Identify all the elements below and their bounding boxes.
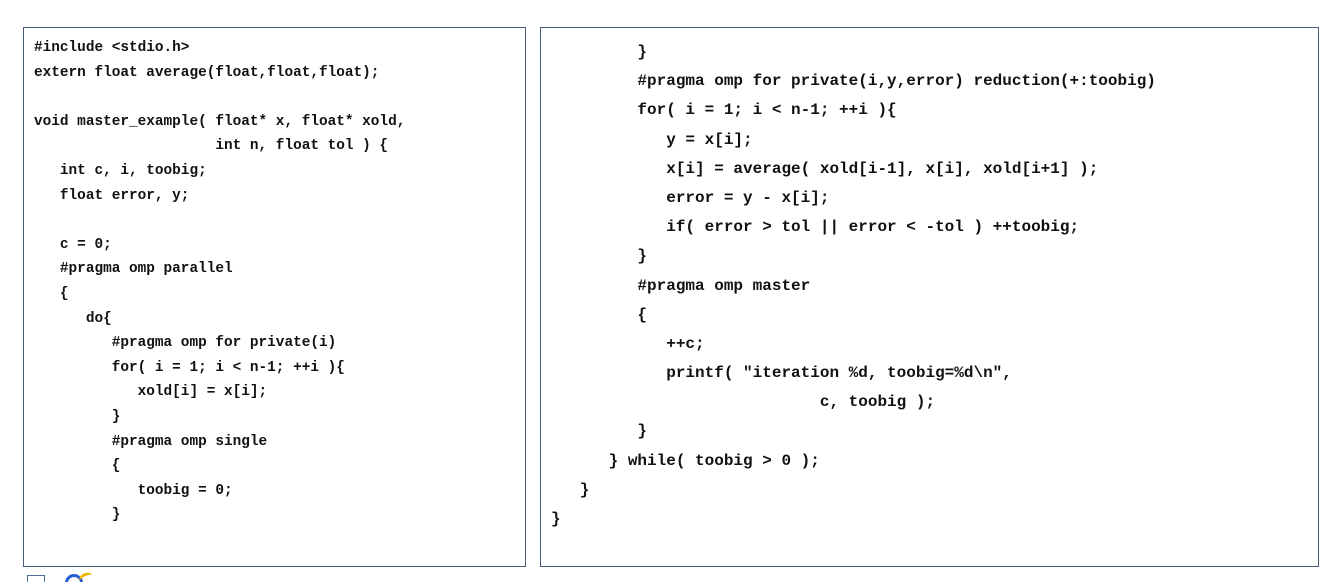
code-line: { — [551, 305, 648, 324]
code-line: x[i] = average( xold[i-1], x[i], xold[i+… — [551, 159, 1099, 178]
code-line: ++c; — [551, 334, 705, 353]
code-line: { — [34, 285, 69, 302]
code-line: #pragma omp single — [34, 433, 268, 450]
code-line: } — [551, 247, 648, 266]
code-line: } — [34, 507, 121, 524]
code-line: extern float average(float,float,float); — [34, 64, 380, 81]
code-line: if( error > tol || error < -tol ) ++toob… — [551, 218, 1080, 237]
code-line: } while( toobig > 0 ); — [551, 451, 820, 470]
code-line: float error, y; — [34, 187, 190, 204]
code-line: #pragma omp for private(i) — [34, 335, 337, 352]
code-panel-left: #include <stdio.h> extern float average(… — [23, 27, 526, 567]
code-line: } — [34, 408, 121, 425]
code-line: xold[i] = x[i]; — [34, 384, 268, 401]
code-line: int c, i, toobig; — [34, 162, 207, 179]
footer-logos — [23, 572, 143, 582]
code-panel-right: } #pragma omp for private(i,y,error) red… — [540, 27, 1319, 567]
code-line — [34, 208, 405, 233]
code-line: c = 0; — [34, 236, 112, 253]
code-line: do{ — [34, 310, 112, 327]
code-line: { — [34, 458, 121, 475]
code-lines-left: #include <stdio.h> extern float average(… — [34, 36, 405, 528]
code-line: toobig = 0; — [34, 482, 233, 499]
code-line: for( i = 1; i < n-1; ++i ){ — [34, 359, 345, 376]
code-line: #pragma omp master — [551, 276, 811, 295]
code-line: } — [551, 43, 648, 61]
code-line: void master_example( float* x, float* xo… — [34, 113, 406, 130]
code-line — [34, 85, 405, 110]
code-line: y = x[i]; — [551, 130, 753, 149]
code-lines-right: } #pragma omp for private(i,y,error) red… — [551, 38, 1156, 534]
window-logo-icon — [27, 575, 45, 582]
code-line: #include <stdio.h> — [34, 40, 190, 56]
code-line: } — [551, 480, 590, 499]
code-line: } — [551, 510, 561, 528]
code-line: printf( "iteration %d, toobig=%d\n", — [551, 364, 1012, 383]
code-line: error = y - x[i]; — [551, 188, 830, 207]
code-line: for( i = 1; i < n-1; ++i ){ — [551, 101, 897, 120]
swoosh-logo-icon — [77, 572, 95, 582]
code-line: int n, float tol ) { — [34, 138, 389, 155]
circle-swoosh-logo-icon — [65, 574, 83, 582]
code-line: c, toobig ); — [551, 393, 936, 412]
code-line: #pragma omp for private(i,y,error) reduc… — [551, 72, 1156, 91]
code-line: } — [551, 422, 648, 441]
code-line: #pragma omp parallel — [34, 261, 233, 278]
